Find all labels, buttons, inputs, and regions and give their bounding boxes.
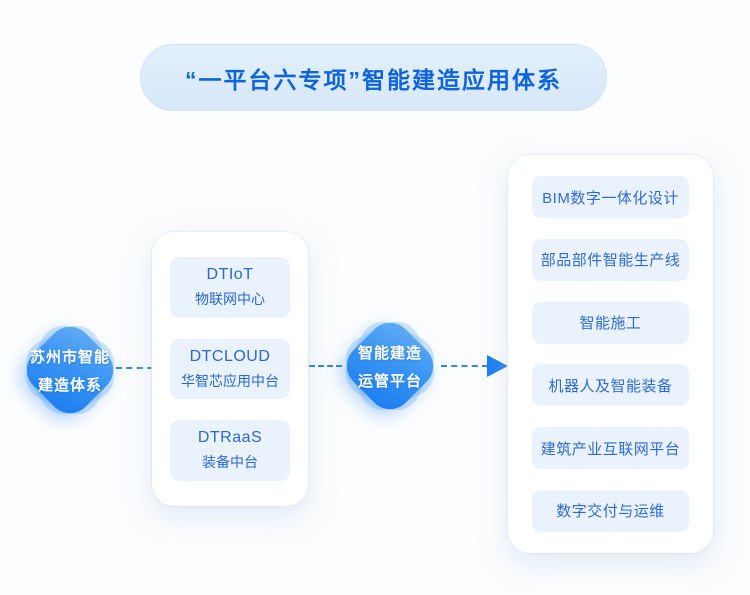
node-label: 智能建造 运管平台 [338, 314, 442, 418]
platform-item-dtcloud: DTCLOUD 华智芯应用中台 [170, 338, 290, 400]
node-suzhou-system: 苏州市智能 建造体系 [17, 317, 123, 423]
connector-dashed-line [441, 365, 488, 367]
platform-item-dtraas: DTRaaS 装备中台 [170, 420, 290, 482]
module-item: 部品部件智能生产线 [532, 238, 689, 281]
platform-item-zh: 物联网中心 [195, 290, 265, 307]
module-item: BIM数字一体化设计 [532, 176, 689, 218]
module-item: 智能施工 [532, 301, 689, 344]
node-label-line: 运管平台 [357, 372, 422, 390]
modules-card: BIM数字一体化设计 部品部件智能生产线 智能施工 机器人及智能装备 建筑产业互… [508, 155, 713, 553]
platform-item-en: DTCLOUD [189, 347, 271, 365]
platform-item-zh: 华智芯应用中台 [181, 372, 279, 389]
platform-card: DTIoT 物联网中心 DTCLOUD 华智芯应用中台 DTRaaS 装备中台 [152, 232, 308, 506]
node-label-line: 建造体系 [37, 376, 102, 394]
module-item: 机器人及智能装备 [532, 364, 689, 407]
platform-item-en: DTRaaS [197, 429, 263, 447]
platform-item-en: DTIoT [206, 265, 254, 283]
node-label-line: 智能建造 [357, 344, 422, 362]
title-banner: “一平台六专项”智能建造应用体系 [140, 44, 607, 111]
connector-dashed-line [116, 367, 153, 369]
platform-item-dtiot: DTIoT 物联网中心 [170, 257, 290, 318]
node-label: 苏州市智能 建造体系 [18, 318, 122, 422]
connector-dashed-line [309, 365, 342, 367]
module-item: 数字交付与运维 [532, 489, 689, 532]
platform-item-zh: 装备中台 [202, 454, 258, 471]
module-item: 建筑产业互联网平台 [532, 427, 689, 470]
node-ops-platform: 智能建造 运管平台 [337, 313, 443, 419]
page-title: “一平台六专项”智能建造应用体系 [185, 66, 562, 93]
node-label-line: 苏州市智能 [29, 348, 110, 366]
arrow-right-icon [487, 355, 508, 377]
